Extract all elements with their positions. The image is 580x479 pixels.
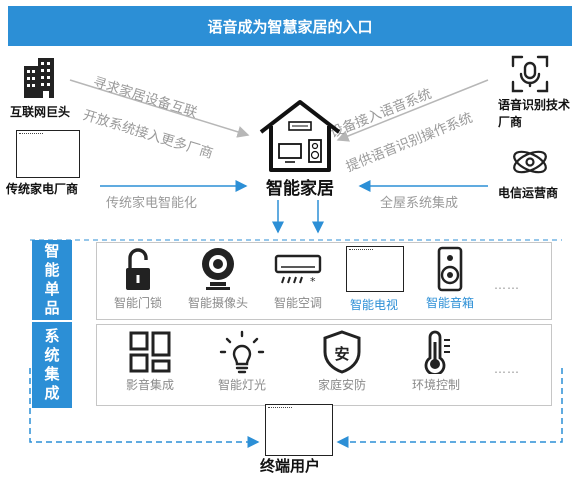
flow-traditional-smart: 传统家电智能化 [106,196,198,211]
item-environment-control: 环境控制 [396,330,476,393]
speaker-icon [437,246,463,292]
dashed-loop-left [29,368,260,448]
title-banner: 语音成为智慧家居的入口 [8,6,572,46]
traditional-appliance-label: 传统家电厂商 [6,182,79,196]
item-home-security: 安 家庭安防 [302,330,382,393]
item-smart-ac: * 智能空调 [258,246,338,311]
item-smart-lock: 智能门锁 [98,246,178,311]
single-products-more: …… [494,278,520,292]
office-building-icon [24,58,54,98]
voice-recognition-icon [511,55,549,93]
end-user-image [265,404,333,456]
tv-image [346,246,404,292]
smart-home-house-icon [259,100,341,172]
end-user-label: 终端用户 [259,457,320,475]
svg-text:安: 安 [334,345,349,363]
flow-whole-house: 全屋系统集成 [380,196,459,211]
item-label: 环境控制 [411,378,460,392]
arrow-internet-to-home [69,79,250,138]
light-bulb-icon [219,330,265,374]
arrow-voice-to-home [336,79,489,142]
item-label: 智能灯光 [217,378,266,392]
media-grid-icon [129,331,171,373]
item-label: 智能电视 [349,298,398,312]
appliance-maker-image [16,130,80,178]
svg-text:*: * [310,275,316,288]
center-smart-home-label: 智能家居 [266,179,334,199]
item-label: 智能门锁 [113,296,162,310]
air-conditioner-icon: * [274,254,322,288]
item-smart-lighting: 智能灯光 [202,330,282,393]
system-integration-more: …… [494,362,520,376]
item-av-integration: 影音集成 [110,330,190,393]
item-smart-tv: 智能电视 [334,246,414,313]
item-label: 智能音箱 [425,296,474,310]
section-single-products-header: 智能单品 [32,240,72,320]
single-products-panel [96,242,552,320]
item-label: 家庭安防 [317,378,366,392]
shield-icon: 安 [323,330,361,374]
thermometer-icon [424,330,450,374]
camera-icon [202,248,234,290]
voice-vendor-label: 语音识别技术厂商 [498,98,571,129]
item-label: 智能空调 [273,296,322,310]
item-smart-camera: 智能摄像头 [178,246,258,311]
item-smart-speaker: 智能音箱 [410,246,490,311]
internet-giants-label: 互联网巨头 [10,105,71,119]
telecom-logo-icon [513,150,547,174]
dashed-loop-right [336,368,563,448]
lock-icon [126,248,150,290]
item-label: 影音集成 [125,378,174,392]
section-system-integration-header: 系统集成 [32,322,72,408]
item-label: 智能摄像头 [187,296,248,310]
telecom-label: 电信运营商 [498,186,559,200]
